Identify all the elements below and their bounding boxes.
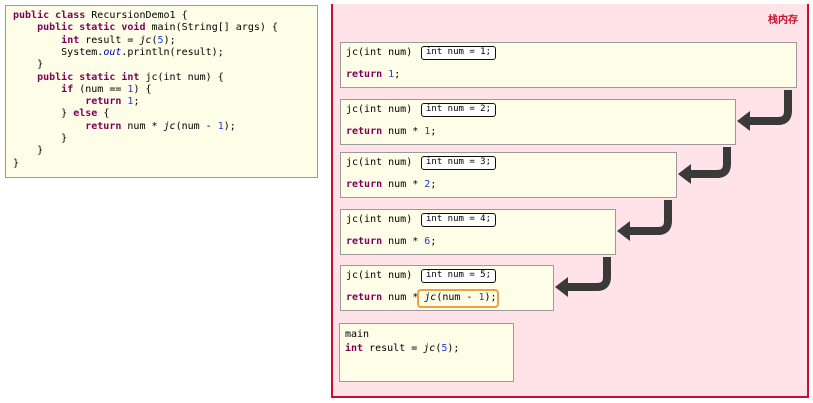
code-token: (num - [175, 120, 218, 132]
frame-param-badge: int num = 1; [421, 46, 497, 60]
code-token: .println(result); [121, 46, 224, 58]
code-token: result = [85, 34, 140, 46]
return-arrow-shaft [566, 257, 611, 291]
code-line: return num * jc(num - 1); [13, 121, 236, 133]
frame-return-statement: return num * jc(num - 1); [346, 292, 497, 303]
frame-signature: jc(int num) [346, 214, 413, 225]
code-token: 1 [127, 96, 134, 108]
frame-return-statement: return num * 1; [346, 126, 437, 137]
code-token: else [73, 108, 104, 120]
code-line: return 1; [13, 96, 139, 108]
frame-param-badge: int num = 2; [421, 103, 497, 117]
code-token: return [85, 120, 128, 132]
return-arrow-shaft [689, 147, 731, 178]
code-token: System. [13, 46, 104, 58]
return-arrow-head [617, 221, 630, 241]
code-line: } [13, 145, 43, 157]
code-token: ; [133, 96, 140, 108]
code-token: num * [127, 120, 164, 132]
code-line: } [13, 133, 67, 145]
code-line: public static void main(String[] args) { [13, 22, 278, 34]
code-token: ); [163, 34, 176, 46]
return-arrow-head [555, 277, 568, 297]
stack-frame-jc: jc(int num) int num = 4; return num * 6; [340, 209, 616, 255]
stack-frame-jc: jc(int num) int num = 5; return num * jc(n… [340, 265, 554, 311]
code-token: 1 [217, 120, 224, 132]
frame-signature: jc(int num) [346, 47, 413, 58]
code-token: } [13, 157, 20, 169]
main-frame-statement: int result = jc(5); [345, 343, 460, 354]
code-line: } [13, 158, 19, 170]
code-line: } [13, 59, 43, 71]
stack-frame-jc: jc(int num) int num = 1; return 1; [340, 42, 797, 88]
code-token: ); [223, 120, 236, 132]
return-arrow-shaft [748, 90, 792, 125]
code-token: (num == [79, 83, 128, 95]
code-line: public class RecursionDemo1 { [13, 10, 188, 22]
frame-return-statement: return num * 6; [346, 236, 437, 247]
code-line: int result = jc(5); [13, 34, 176, 47]
code-token: 1 [127, 83, 134, 95]
code-token: public class [13, 10, 92, 21]
main-frame: main int result = jc(5); [339, 323, 514, 382]
pending-call-highlight [417, 289, 499, 308]
code-token: ) { [133, 83, 152, 95]
code-line: System.out.println(result); [13, 47, 224, 59]
return-arrow-shaft [628, 200, 672, 235]
main-frame-title: main [345, 329, 370, 340]
code-token: jc [139, 34, 152, 46]
code-token: } [13, 133, 68, 144]
return-arrow-head [737, 111, 750, 131]
code-token: public static int [37, 71, 146, 83]
code-line: public static int jc(int num) { [13, 72, 224, 84]
frame-param-badge: int num = 3; [421, 156, 497, 170]
frame-param-badge: int num = 5; [421, 269, 497, 283]
frame-param-badge: int num = 4; [421, 213, 497, 227]
code-token: 5 [157, 34, 164, 46]
code-line: } else { [13, 108, 109, 120]
code-token: main(String[] args) { [151, 22, 278, 34]
stack-memory-label: 栈内存 [768, 15, 798, 26]
code-token: return [85, 96, 128, 108]
stack-frame-jc: jc(int num) int num = 3; return num * 2; [340, 152, 677, 198]
code-token: jc(int num) { [145, 71, 224, 83]
code-token: RecursionDemo1 { [91, 10, 188, 21]
code-token: int [61, 34, 86, 46]
code-token: } [13, 108, 74, 120]
code-token: { [103, 108, 110, 120]
frame-return-statement: return 1; [346, 69, 401, 80]
frame-signature: jc(int num) [346, 104, 413, 115]
return-arrow-head [678, 164, 691, 184]
code-token: jc [163, 120, 176, 132]
frame-signature: jc(int num) [346, 270, 413, 281]
code-line: if (num == 1) { [13, 83, 152, 96]
frame-return-statement: return num * 2; [346, 179, 437, 190]
code-token: } [13, 59, 44, 71]
code-token: } [13, 145, 44, 157]
code-panel: public class RecursionDemo1 { public sta… [5, 5, 318, 178]
code-token: out [103, 46, 122, 58]
code-token: if [61, 83, 80, 95]
stack-frame-jc: jc(int num) int num = 2; return num * 1; [340, 99, 736, 145]
frame-signature: jc(int num) [346, 157, 413, 168]
code-token: public static void [37, 22, 152, 34]
code-token: ( [151, 34, 158, 46]
